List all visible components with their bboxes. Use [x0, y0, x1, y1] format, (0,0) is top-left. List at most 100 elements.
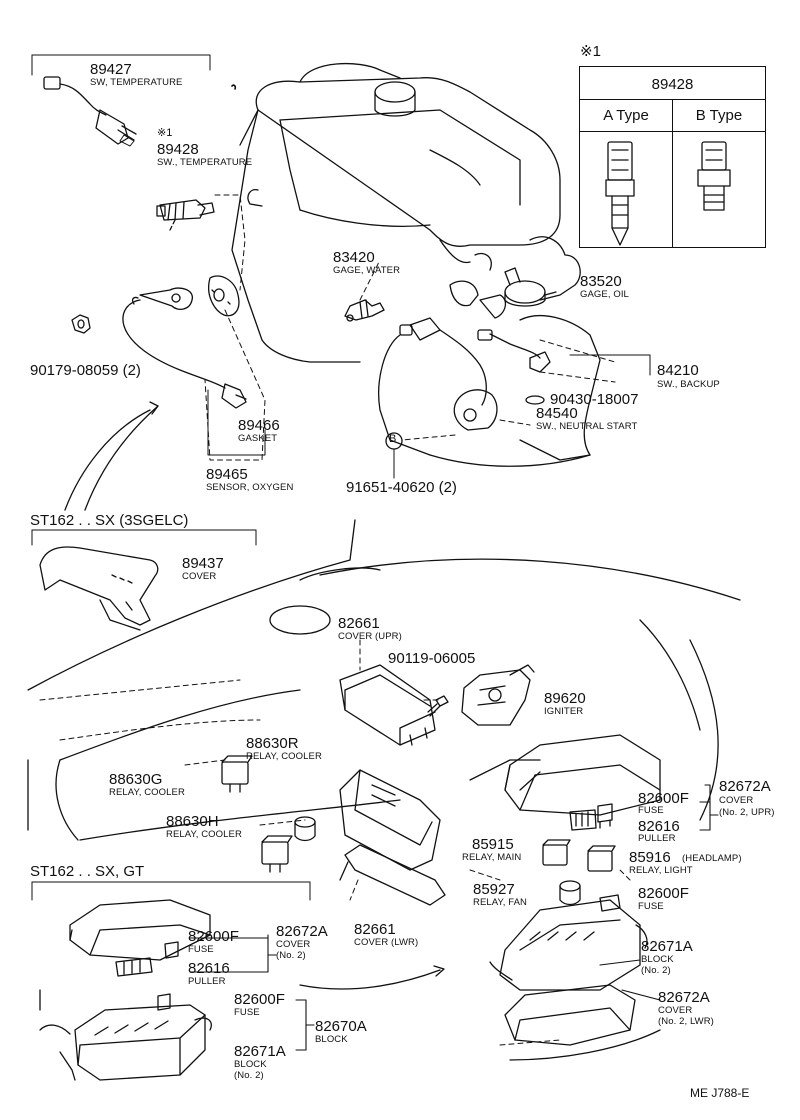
block-cover-lwr-drawing [504, 984, 636, 1046]
variant-header-sx-gt: ST162 . . SX, GT [30, 863, 145, 880]
part-82616-left-desc: PULLER [188, 976, 226, 987]
part-89428-number: 89428 [157, 141, 199, 158]
relay-box-center-drawing [339, 769, 446, 906]
part-85915-number: 85915 [472, 836, 514, 853]
part-88630h-number: 88630H [166, 813, 219, 830]
part-85927-number: 85927 [473, 881, 515, 898]
part-88630g-number: 88630G [109, 771, 163, 788]
part-88630r-number: 88630R [246, 735, 299, 752]
part-89427-number: 89427 [90, 61, 132, 78]
part-89427-desc: SW, TEMPERATURE [90, 77, 183, 88]
part-82671a-left-desc2: (No. 2) [234, 1070, 264, 1081]
block-82670a-drawing [39, 1004, 212, 1081]
part-88630h-desc: RELAY, COOLER [166, 829, 242, 840]
part-83420-number: 83420 [333, 249, 375, 266]
part-82670a-desc: BLOCK [315, 1034, 348, 1045]
part-89620-desc: IGNITER [544, 706, 584, 717]
leader-brackets-lower [189, 784, 719, 1051]
part-84210-number: 84210 [657, 362, 699, 379]
variant-header-sx-3sgelc: ST162 . . SX (3SGELC) [30, 512, 189, 529]
part-84210-desc: SW., BACKUP [657, 379, 720, 390]
part-82672a-left-desc: COVER [276, 939, 311, 950]
nut-90179-drawing [71, 314, 91, 334]
part-83520-desc: GAGE, OIL [580, 289, 629, 300]
fuse-82600f-b-drawing [599, 894, 621, 912]
part-84540-desc: SW., NEUTRAL START [536, 421, 638, 432]
water-gage-drawing [344, 299, 385, 322]
part-82616-upr-number: 82616 [638, 818, 680, 835]
engine-outline [169, 62, 601, 467]
part-89465-desc: SENSOR, OXYGEN [206, 482, 294, 493]
part-82600f-bottom-desc: FUSE [234, 1007, 260, 1018]
temp-switch-89427-drawing [43, 76, 137, 147]
relay-fan-drawing [559, 880, 581, 906]
part-89437-desc: COVER [182, 571, 217, 582]
relay-88630h-drawing [294, 816, 316, 842]
type-table: 89428 A Type B Type [579, 66, 766, 248]
puller-82616-a-drawing [569, 809, 597, 831]
gasket-89466-drawing [208, 275, 240, 317]
part-82600f-upr-desc: FUSE [638, 805, 664, 816]
type-table-part-no: 89428 [651, 76, 694, 93]
part-82671a-left-desc: BLOCK [234, 1059, 267, 1070]
part-82672a-upr-desc: COVER [719, 795, 754, 806]
part-82670a-number: 82670A [315, 1018, 367, 1035]
leader-brackets-upper [31, 54, 651, 901]
part-82600f-upr-number: 82600F [638, 790, 689, 807]
part-82672a-upr-number: 82672A [719, 778, 771, 795]
relay-light-drawing [587, 845, 616, 872]
part-82600f-bottom-number: 82600F [234, 991, 285, 1008]
part-85916-desc-inline: (HEADLAMP) [682, 853, 742, 864]
fuse-82600f-c-drawing [164, 941, 179, 959]
direction-arrows [64, 401, 445, 990]
part-82600f-left-number: 82600F [188, 928, 239, 945]
part-83420-desc: GAGE, WATER [333, 265, 401, 276]
part-82600f-mid-number: 82600F [638, 885, 689, 902]
igniter-89620-drawing [461, 664, 535, 726]
type-b-switch-drawing [697, 141, 731, 211]
cover-upr-82661-drawing [339, 664, 436, 746]
oil-gage-drawing [504, 267, 557, 307]
part-88630r-desc: RELAY, COOLER [246, 751, 322, 762]
part-82672a-lwr-number: 82672A [658, 989, 710, 1006]
backup-switch-drawing [477, 329, 551, 405]
part-82672a-lwr-desc2: (No. 2, LWR) [658, 1016, 714, 1027]
part-82671a-right-desc: BLOCK [641, 954, 674, 965]
part-85927-desc: RELAY, FAN [473, 897, 527, 908]
part-82661-upr-number: 82661 [338, 615, 380, 632]
puller-82616-b-drawing [115, 957, 153, 977]
type-a-switch-drawing [605, 141, 635, 246]
part-89620-number: 89620 [544, 690, 586, 707]
neutral-start-switch-drawing [399, 317, 498, 431]
part-89428-mark: ※1 [157, 127, 173, 139]
part-84540-number: 84540 [536, 405, 578, 422]
relay-88630r-drawing [261, 835, 293, 873]
type-table-col-b: B Type [695, 107, 743, 124]
part-82661-lwr-number: 82661 [354, 921, 396, 938]
part-82671a-left-number: 82671A [234, 1043, 286, 1060]
part-91651-number: 91651-40620 (2) [346, 479, 457, 496]
cover-89437-drawing [39, 546, 159, 631]
diagram-code: ME J788-E [690, 1086, 750, 1100]
part-82672a-left-number: 82672A [276, 923, 328, 940]
relay-main-drawing [542, 839, 571, 866]
part-85916-desc: RELAY, LIGHT [629, 865, 693, 876]
part-82672a-left-desc2: (No. 2) [276, 950, 306, 961]
part-89465-number: 89465 [206, 466, 248, 483]
part-83520-number: 83520 [580, 273, 622, 290]
oxygen-sensor-drawing [122, 287, 247, 409]
relay-88630g-drawing [221, 755, 253, 793]
part-82672a-lwr-desc: COVER [658, 1005, 693, 1016]
part-89466-number: 89466 [238, 417, 280, 434]
callout-b-letter: B [389, 433, 397, 445]
part-82600f-left-desc: FUSE [188, 944, 214, 955]
leader-lines-lower [39, 639, 631, 1046]
type-table-col-a: A Type [603, 107, 649, 124]
fuse-82600f-a-drawing [597, 803, 613, 829]
part-89437-number: 89437 [182, 555, 224, 572]
part-85916-number: 85916 [629, 849, 671, 866]
screw-90119-drawing [427, 695, 449, 717]
block-cover-no2-drawing [69, 899, 211, 961]
part-82672a-upr-desc2: (No. 2, UPR) [719, 807, 775, 818]
